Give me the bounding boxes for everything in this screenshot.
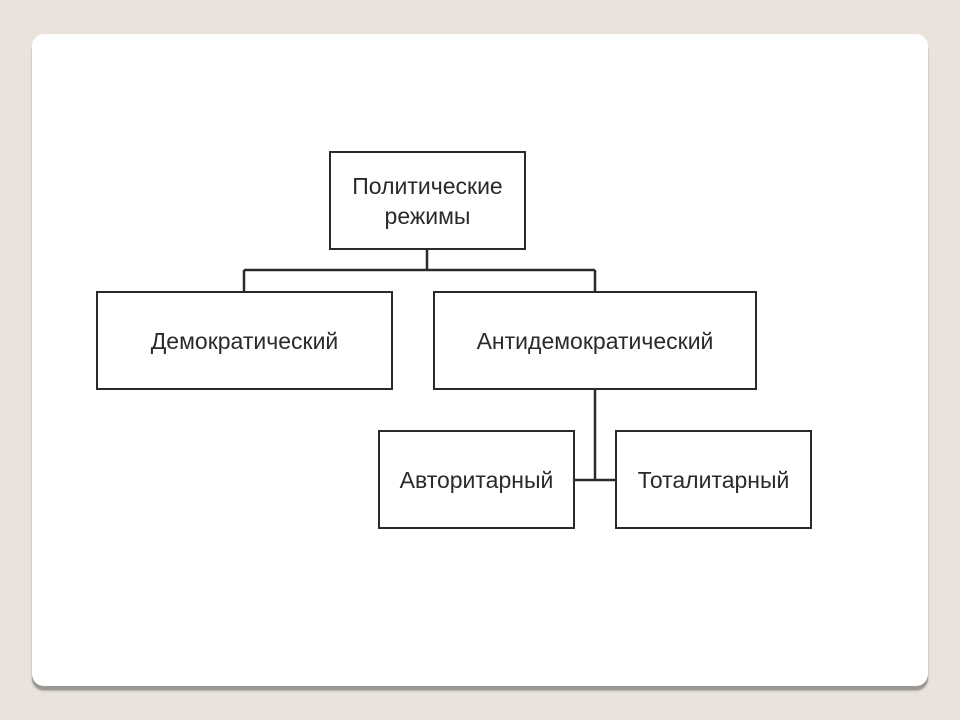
node-authoritarian-label: Авторитарный [399,466,554,493]
node-totalitarian: Тоталитарный [615,430,812,529]
node-democratic-label: Демократический [150,327,339,354]
node-political-regimes: Политические режимы [329,151,526,250]
node-antidemocratic: Антидемократический [433,291,757,390]
node-democratic: Демократический [96,291,393,390]
node-totalitarian-label: Тоталитарный [637,466,790,493]
node-antidemocratic-label: Антидемократический [476,327,714,354]
node-political-regimes-line2: режимы [384,202,471,229]
node-authoritarian: Авторитарный [378,430,575,529]
node-political-regimes-line1: Политические [352,172,503,199]
